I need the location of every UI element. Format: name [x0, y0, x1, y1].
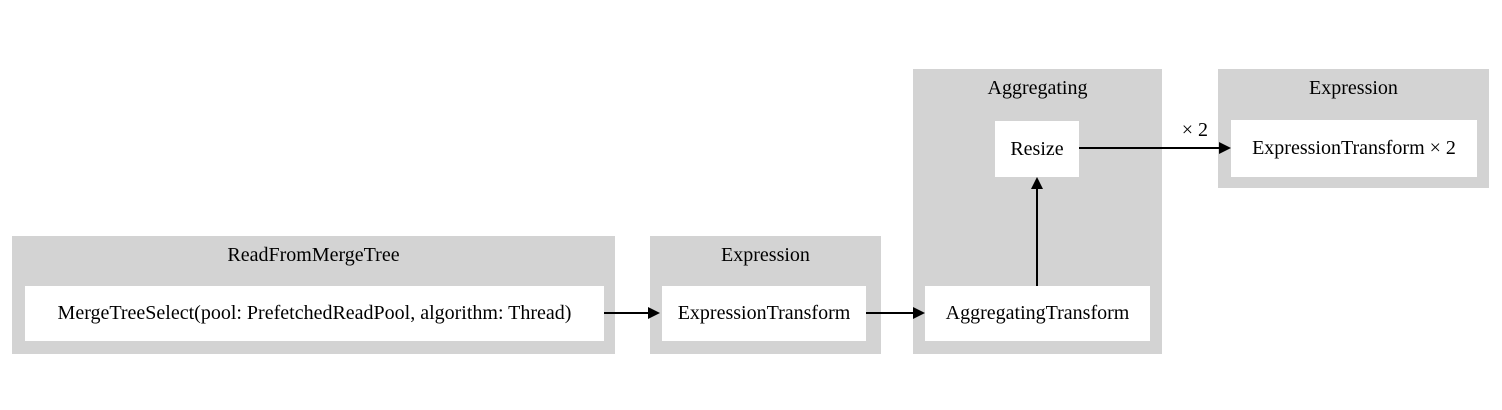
- edge-aggregatingtransform-to-resize-line: [1036, 188, 1038, 286]
- cluster-title-expression-2: Expression: [1309, 77, 1398, 99]
- node-merge-tree-select: MergeTreeSelect(pool: PrefetchedReadPool…: [25, 286, 604, 341]
- node-resize-label: Resize: [1010, 137, 1064, 160]
- node-expression-transform-x2-label: ExpressionTransform × 2: [1252, 137, 1456, 159]
- node-expression-transform-label: ExpressionTransform: [677, 302, 851, 324]
- cluster-title-aggregating: Aggregating: [987, 77, 1088, 99]
- edge-resize-to-expressiontransform-x2-arrowhead-icon: [1219, 142, 1231, 154]
- node-resize: Resize: [995, 121, 1079, 177]
- edge-resize-to-expressiontransform-x2-line: [1079, 147, 1219, 149]
- edge-mergetreeselect-to-expressiontransform-arrowhead-icon: [648, 307, 660, 319]
- edge-mergetreeselect-to-expressiontransform-line: [604, 312, 648, 314]
- edge-expressiontransform-to-aggregatingtransform-arrowhead-icon: [913, 307, 925, 319]
- node-aggregating-transform: AggregatingTransform: [925, 286, 1150, 341]
- node-expression-transform-x2: ExpressionTransform × 2: [1231, 120, 1477, 177]
- node-merge-tree-select-label: MergeTreeSelect(pool: PrefetchedReadPool…: [57, 302, 572, 324]
- edge-multiplier-label: × 2: [1181, 119, 1208, 141]
- edge-expressiontransform-to-aggregatingtransform-line: [866, 312, 913, 314]
- cluster-title-read-from-merge-tree: ReadFromMergeTree: [227, 244, 400, 266]
- cluster-title-expression-1: Expression: [721, 244, 810, 266]
- node-expression-transform: ExpressionTransform: [662, 286, 866, 341]
- node-aggregating-transform-label: AggregatingTransform: [945, 302, 1130, 324]
- edge-aggregatingtransform-to-resize-arrowhead-icon: [1031, 177, 1043, 189]
